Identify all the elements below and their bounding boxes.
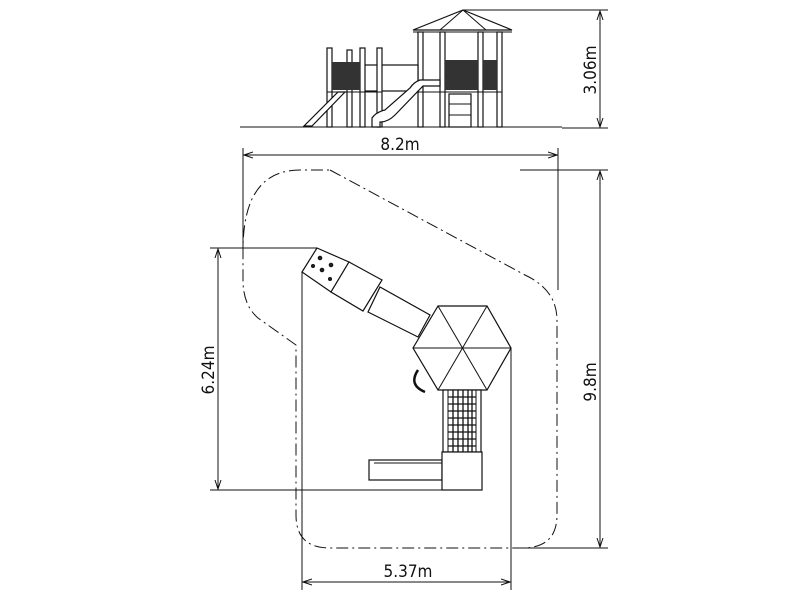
overall-depth-label: 9.8m: [581, 362, 601, 401]
left-tower: [326, 47, 383, 128]
structure-width-label: 5.37m: [384, 562, 433, 582]
slide-curve: [413, 369, 426, 394]
safety-zone: [242, 169, 558, 549]
platform-top: [330, 261, 383, 312]
plan-view: [301, 247, 512, 491]
tunnel: [367, 286, 431, 338]
tunnel-elevation: [361, 64, 419, 92]
slide-elevation: [371, 79, 441, 128]
dimension-structure-width: 5.37m: [301, 272, 512, 590]
side-elevation: [240, 9, 562, 128]
climbing-net: [442, 389, 482, 453]
dimension-height: 3.06m: [463, 9, 608, 129]
height-label: 3.06m: [581, 46, 601, 95]
structure-depth-label: 6.24m: [199, 346, 219, 395]
platform-bottom: [441, 451, 483, 491]
ramp: [302, 91, 347, 127]
dimension-overall-width: 8.2m: [242, 135, 559, 290]
dimension-overall-depth: 9.8m: [520, 169, 608, 549]
overall-width-label: 8.2m: [380, 135, 419, 155]
roof: [412, 9, 513, 31]
dimension-structure-depth: 6.24m: [199, 247, 442, 491]
